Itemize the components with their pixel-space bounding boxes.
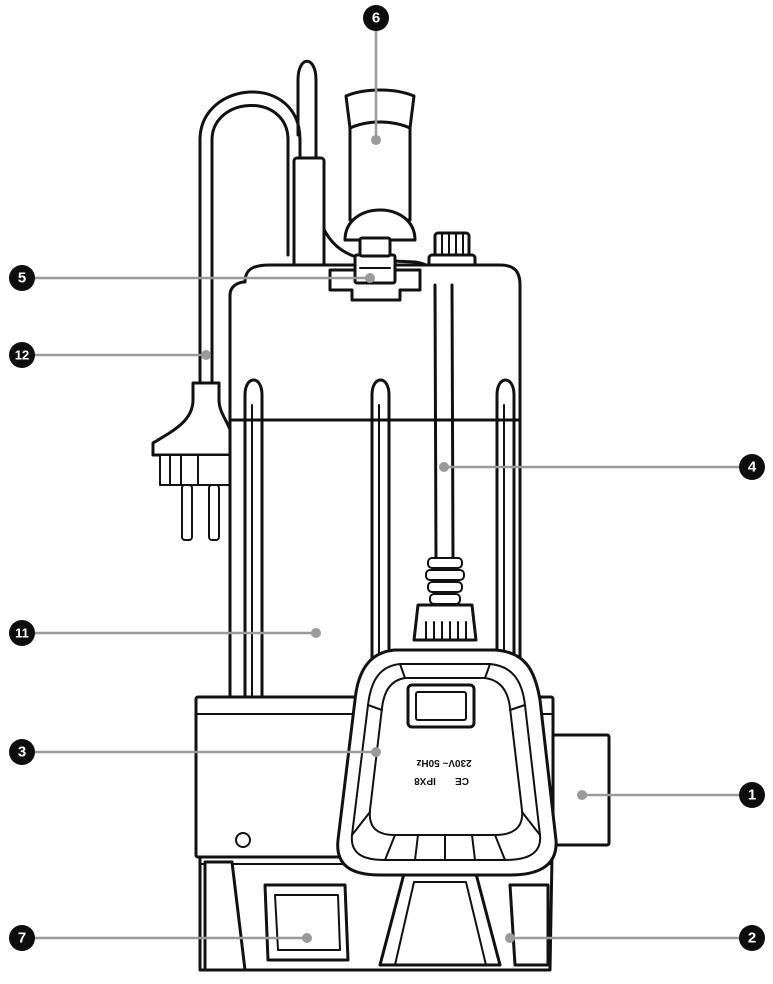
pump-base — [198, 832, 554, 972]
svg-text:6: 6 — [372, 10, 380, 27]
leader-lines — [34, 18, 752, 943]
svg-text:12: 12 — [15, 348, 29, 363]
switch-mark-voltage: 230V~ 50Hz — [416, 757, 471, 768]
callout-2: 2 — [739, 925, 765, 951]
svg-text:5: 5 — [18, 270, 26, 287]
svg-text:3: 3 — [18, 744, 26, 761]
svg-text:11: 11 — [15, 626, 29, 641]
svg-text:4: 4 — [748, 459, 757, 476]
switch-cable-lower — [412, 283, 478, 642]
switch-mark-ip: IPX8 — [414, 775, 436, 786]
handle-bracket — [292, 156, 326, 268]
cable-clip — [328, 236, 422, 302]
callout-12: 12 — [9, 342, 35, 368]
callout-1: 1 — [739, 782, 765, 808]
float-switch: CE IPX8 230V~ 50Hz — [336, 648, 558, 877]
callout-11: 11 — [9, 620, 35, 646]
switch-mark-ce: CE — [455, 775, 469, 786]
callout-7: 7 — [9, 925, 35, 951]
carry-handle — [343, 88, 417, 242]
callout-3: 3 — [9, 739, 35, 765]
callout-6: 6 — [363, 5, 389, 31]
callout-5: 5 — [9, 265, 35, 291]
outlet-port — [551, 733, 611, 847]
svg-text:2: 2 — [748, 930, 756, 947]
callout-4: 4 — [739, 454, 765, 480]
top-knob — [427, 231, 477, 271]
plug — [151, 381, 234, 541]
svg-text:7: 7 — [18, 930, 26, 947]
svg-text:1: 1 — [748, 787, 756, 804]
